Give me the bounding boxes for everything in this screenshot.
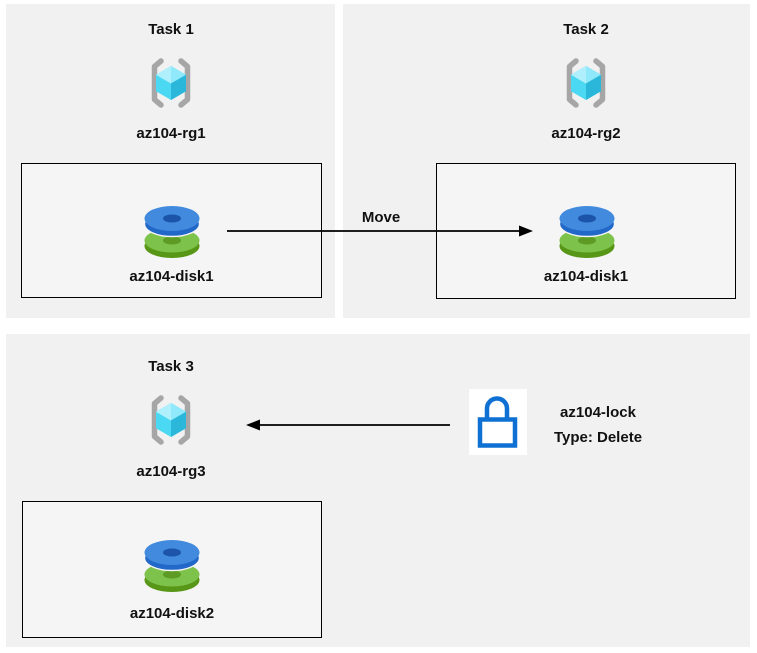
resource-group-icon [143,56,199,110]
task3-title: Task 3 [148,358,194,375]
managed-disk-icon [143,540,201,593]
task1-rg-label: az104-rg1 [136,125,206,142]
task1-title: Task 1 [148,21,194,38]
move-arrow-label: Move [361,209,401,226]
task1-disk-label: az104-disk1 [129,268,214,285]
managed-disk-icon [143,206,201,259]
resource-group-icon [558,56,614,110]
managed-disk-icon [558,206,616,259]
task3-disk-label: az104-disk2 [129,605,215,622]
lock-icon [469,389,527,455]
lock-arrow [246,417,450,433]
task2-title: Task 2 [563,21,609,38]
task2-rg-label: az104-rg2 [551,125,621,142]
lock-label-block: az104-lock Type: Delete [522,400,674,450]
task3-rg-label: az104-rg3 [136,463,206,480]
move-arrow [227,223,533,239]
lock-name: az104-lock [560,404,636,421]
task2-disk-label: az104-disk1 [543,268,629,285]
lock-type: Type: Delete [553,429,643,446]
resource-group-icon [143,393,199,447]
